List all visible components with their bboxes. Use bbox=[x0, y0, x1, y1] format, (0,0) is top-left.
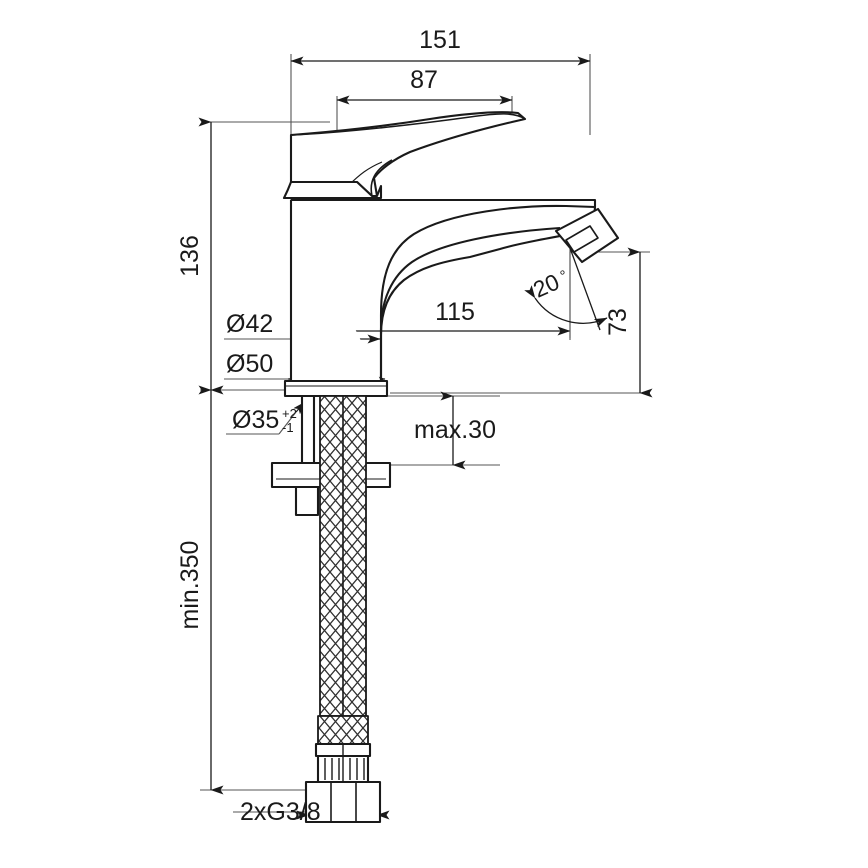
escutcheon-flange bbox=[283, 379, 389, 398]
label-20: 20 bbox=[529, 269, 563, 303]
hex-connection-nut bbox=[304, 780, 382, 824]
angle-dimension-20deg bbox=[524, 247, 608, 338]
label-136: 136 bbox=[176, 235, 204, 277]
label-d35-tolerance-upper: +2 bbox=[282, 406, 297, 421]
faucet-outline-group bbox=[270, 111, 620, 824]
label-d50: Ø50 bbox=[226, 350, 273, 378]
aerator-face bbox=[565, 225, 599, 253]
handle-skirt bbox=[282, 180, 383, 200]
label-87: 87 bbox=[410, 66, 438, 94]
label-73: 73 bbox=[604, 308, 632, 336]
label-d42: Ø42 bbox=[226, 310, 273, 338]
label-max30: max.30 bbox=[414, 416, 496, 444]
label-115: 115 bbox=[435, 298, 475, 326]
label-20deg-group: 20 ° bbox=[529, 267, 570, 303]
lever-handle bbox=[289, 111, 527, 198]
ferrule-knurl-lines bbox=[324, 758, 365, 780]
lever-top-edge bbox=[290, 113, 526, 136]
body-top-edge bbox=[291, 198, 597, 207]
label-151: 151 bbox=[419, 26, 461, 54]
bracket-set-screw bbox=[294, 485, 320, 517]
leader-line-d35-slant bbox=[278, 411, 297, 435]
spout-inner-curve bbox=[379, 226, 561, 381]
label-min350: min.350 bbox=[176, 541, 204, 630]
hose-ferrule-braid bbox=[317, 715, 369, 745]
label-d35: Ø35 bbox=[232, 406, 279, 434]
angle-arc-20deg bbox=[524, 285, 608, 328]
label-g38: 2xG3/8 bbox=[240, 798, 321, 826]
lever-underside-curve bbox=[370, 159, 393, 197]
label-d35-tolerance-lower: -1 bbox=[282, 420, 294, 435]
label-degree-symbol: ° bbox=[558, 267, 570, 285]
